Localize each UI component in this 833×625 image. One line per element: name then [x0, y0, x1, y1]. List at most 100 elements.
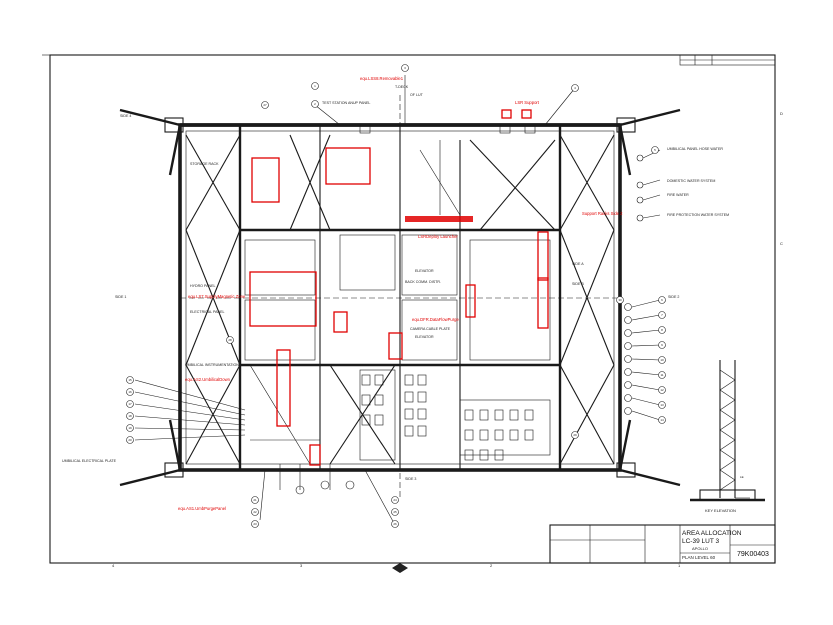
balloon-27 [261, 101, 269, 109]
note-top-center: T-DECK [395, 85, 409, 89]
balloon-num-6: 6 [661, 298, 663, 302]
balloon-num-14: 14 [660, 418, 664, 422]
note-electrical-panel: ELECTRICAL PANEL [190, 310, 225, 314]
highlight-removable [325, 147, 371, 185]
note-umbilical-elec: UMBILICAL ELECTRICAL PLATE [62, 459, 117, 463]
note-back-comm: BACK COMM. DISTR. [405, 280, 441, 284]
balloon-num-3: 3 [404, 66, 406, 70]
column-number-3: 3 [300, 563, 303, 568]
note-hydro-panel: HYDRO PANEL [190, 284, 216, 288]
balloon-19 [126, 424, 134, 432]
label-support-racks: Support Racks Side 2 [582, 211, 623, 216]
platform-structure [119, 75, 681, 526]
balloon-num-29: 29 [573, 433, 577, 437]
balloon-16 [126, 388, 134, 396]
balloon-30 [616, 296, 624, 304]
balloon-num-10: 10 [660, 358, 664, 362]
balloon-1 [311, 82, 319, 90]
balloon-17 [126, 400, 134, 408]
highlight-purge-panel [309, 444, 321, 466]
balloon-7 [658, 311, 666, 319]
title-block [549, 524, 776, 564]
note-fire-water: FIRE WATER [667, 193, 689, 197]
note-side-4: SIDE 4 [120, 114, 131, 118]
balloon-num-30: 30 [618, 298, 622, 302]
balloon-num-4: 4 [574, 86, 576, 90]
balloon-num-5: 5 [654, 148, 656, 152]
highlight-dataflow-a [333, 311, 348, 333]
balloon-num-19: 19 [128, 426, 132, 430]
note-domestic-water: DOMESTIC WATER SYSTEM [667, 179, 715, 183]
label-umbilical: equ.AS2.UmbilicalDown [185, 377, 231, 382]
balloon-num-1: 1 [314, 84, 316, 88]
note-fire-protection: FIRE PROTECTION WATER SYSTEM [667, 213, 729, 217]
balloon-12 [658, 386, 666, 394]
balloon-num-17: 17 [128, 402, 132, 406]
balloon-num-13: 13 [660, 403, 664, 407]
balloon-26 [391, 520, 399, 528]
label-dataflow: equ.DFR.DataFlowPurge [412, 317, 459, 322]
balloon-14 [658, 416, 666, 424]
key-elevation-tower [690, 360, 765, 502]
note-umbilical-instr: UMBILICAL INSTRUMENTATION [185, 363, 239, 367]
balloon-25 [391, 508, 399, 516]
balloon-2 [311, 100, 319, 108]
balloon-23 [251, 520, 259, 528]
note-of-lut: OF LUT [410, 93, 424, 97]
balloon-11 [658, 371, 666, 379]
title-lc39: LC-39 LUT 3 [682, 538, 719, 545]
balloon-20 [126, 436, 134, 444]
column-number-2: 2 [490, 563, 493, 568]
balloon-num-9: 9 [661, 343, 663, 347]
column-number-1: 1 [678, 563, 681, 568]
balloon-num-2: 2 [314, 102, 316, 106]
note-side-2: SIDE 2 [668, 295, 679, 299]
balloon-24 [391, 496, 399, 504]
balloons: 1 2 3 4 5 6 7 8 9 10 11 12 13 14 15 16 1… [126, 64, 666, 528]
balloon-num-15: 15 [128, 378, 132, 382]
highlight-lsr-deploy-bar [405, 216, 473, 222]
highlight-support-rack-a [537, 231, 549, 281]
label-lsr-support: LSR Support [515, 100, 540, 105]
title-plan-level: PLAN LEVEL 60 [682, 555, 716, 560]
drawing-number: 79K00403 [737, 551, 769, 558]
le-label: LE [740, 475, 744, 479]
balloon-num-16: 16 [128, 390, 132, 394]
note-key-side-a: SIDE A [572, 262, 584, 266]
key-elevation-label: KEY ELEVATION [705, 508, 736, 513]
balloon-15 [126, 376, 134, 384]
title-area-allocation: AREA ALLOCATION [682, 530, 742, 537]
note-camera-cable: CAMERA CABLE PLATE [410, 327, 451, 331]
balloon-29 [571, 431, 579, 439]
balloon-num-12: 12 [660, 388, 664, 392]
balloon-18 [126, 412, 134, 420]
balloon-num-8: 8 [661, 328, 663, 332]
highlight-storage-rack [251, 157, 280, 203]
balloon-6 [658, 296, 666, 304]
title-apollo: APOLLO [692, 546, 708, 551]
zone-letter-c: C [780, 241, 783, 246]
note-test-station: TEST STATION ANUP PANEL [322, 101, 370, 105]
balloon-num-27: 27 [263, 103, 267, 107]
note-elevator-1: ELEVATOR [415, 269, 434, 273]
highlight-magnetic-zone [249, 271, 317, 327]
balloon-num-25: 25 [393, 510, 397, 514]
highlight-umbilical [276, 349, 291, 427]
balloon-num-22: 22 [253, 510, 257, 514]
note-hose-rack: STORAGE RACK [190, 162, 219, 166]
note-elevator-2: ELEVATOR [415, 335, 434, 339]
sheet-border [42, 54, 776, 564]
balloon-num-20: 20 [128, 438, 132, 442]
note-side-1: SIDE 1 [115, 295, 126, 299]
balloon-10 [658, 356, 666, 364]
note-key-side-b: SIDE B [572, 282, 584, 286]
balloon-8 [658, 326, 666, 334]
label-removable: equ.LSS8.Removable1 [360, 76, 404, 81]
balloon-22 [251, 508, 259, 516]
balloon-num-7: 7 [661, 313, 663, 317]
note-drinking-water: UMBILICAL PANEL HOSE WATER [667, 147, 723, 151]
red-highlights [249, 109, 549, 466]
highlight-lsr-support-2 [521, 109, 532, 119]
zone-letter-d: D [780, 111, 783, 116]
